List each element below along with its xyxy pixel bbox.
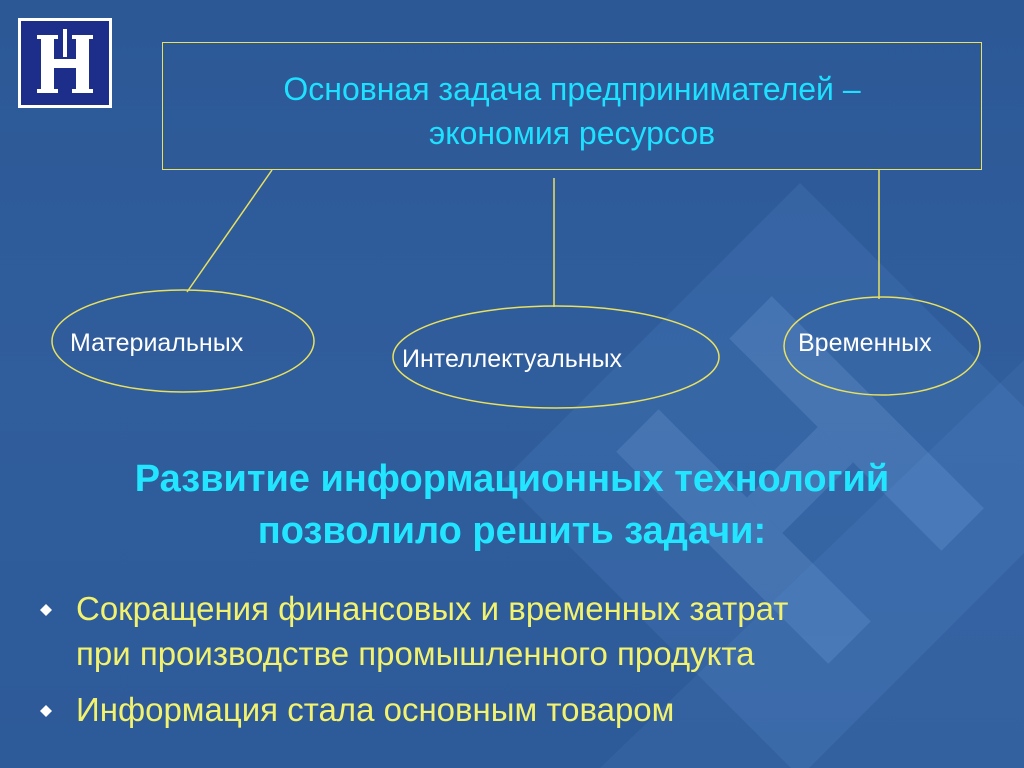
title-text: Основная задача предпринимателей – эконо… bbox=[172, 67, 972, 155]
title-line-2: экономия ресурсов bbox=[428, 115, 716, 151]
heading-line-2: позволило решить задачи: bbox=[257, 510, 767, 552]
logo-h-icon bbox=[37, 29, 93, 93]
heading-line-1: Развитие информационных технологий bbox=[134, 458, 890, 500]
title-line-1: Основная задача предпринимателей – bbox=[283, 71, 861, 107]
oval-material bbox=[51, 289, 315, 393]
oval-label-material: Материальных bbox=[70, 329, 244, 357]
oval-label-intellectual: Интеллектуальных bbox=[402, 345, 623, 373]
bullet-2-line-1: Информация стала основным товаром bbox=[76, 691, 675, 728]
oval-label-temporal: Временных bbox=[798, 329, 932, 357]
diamond-bullet-icon bbox=[40, 604, 52, 616]
bullet-item: Сокращения финансовых и временных затрат… bbox=[40, 586, 1000, 676]
oval-temporal bbox=[783, 296, 981, 396]
bullet-item: Информация стала основным товаром bbox=[40, 687, 1000, 732]
section-heading: Развитие информационных технологий позво… bbox=[30, 453, 994, 557]
connector-material bbox=[186, 169, 273, 293]
bullet-1-line-1: Сокращения финансовых и временных затрат bbox=[76, 590, 789, 627]
bullet-1-line-2: при производстве промышленного продукта bbox=[76, 635, 755, 672]
bullet-list: Сокращения финансовых и временных затрат… bbox=[40, 586, 1000, 743]
diamond-bullet-icon bbox=[40, 705, 52, 717]
title-box: Основная задача предпринимателей – эконо… bbox=[162, 42, 982, 170]
logo bbox=[18, 18, 112, 108]
oval-intellectual bbox=[392, 305, 720, 409]
